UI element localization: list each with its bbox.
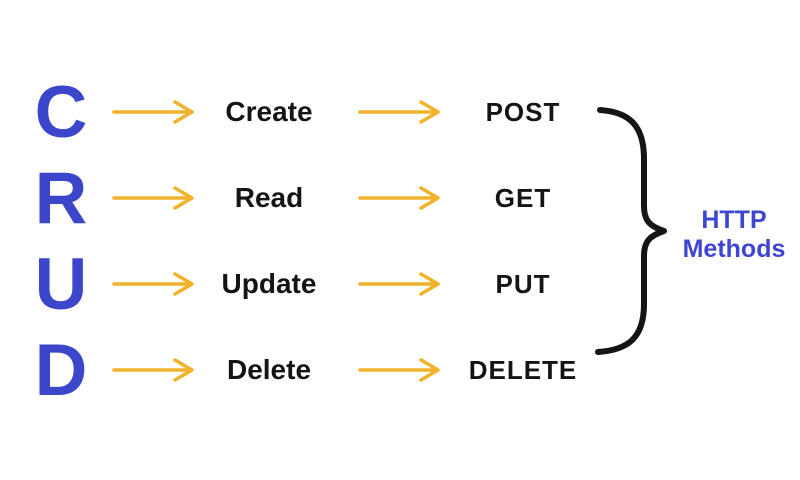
curly-brace-icon bbox=[595, 107, 667, 355]
http-method-get: GET bbox=[494, 182, 552, 213]
action-label-update: Update bbox=[221, 268, 317, 299]
right-arrow-icon bbox=[358, 272, 440, 296]
diagram-row-delete: D Delete DELETE bbox=[0, 329, 800, 411]
http-method-post: POST bbox=[485, 96, 561, 127]
http-method-put: PUT bbox=[495, 268, 551, 299]
action-label-create: Create bbox=[225, 96, 313, 127]
http-methods-label: HTTP Methods bbox=[682, 206, 786, 263]
right-arrow-icon bbox=[358, 186, 440, 210]
crud-letter-c: C bbox=[34, 71, 88, 153]
diagram-row-read: R Read GET bbox=[0, 157, 800, 239]
right-arrow-icon bbox=[112, 272, 194, 296]
right-arrow-icon bbox=[112, 100, 194, 124]
http-method-delete: DELETE bbox=[468, 354, 578, 385]
diagram-row-update: U Update PUT bbox=[0, 243, 800, 325]
crud-letter-u: U bbox=[34, 243, 88, 325]
crud-letter-r: R bbox=[34, 157, 88, 239]
right-arrow-icon bbox=[112, 186, 194, 210]
action-label-read: Read bbox=[234, 182, 304, 213]
action-label-delete: Delete bbox=[226, 354, 312, 385]
right-arrow-icon bbox=[358, 100, 440, 124]
right-arrow-icon bbox=[112, 358, 194, 382]
diagram-row-create: C Create POST bbox=[0, 71, 800, 153]
crud-letter-d: D bbox=[34, 329, 88, 411]
right-arrow-icon bbox=[358, 358, 440, 382]
